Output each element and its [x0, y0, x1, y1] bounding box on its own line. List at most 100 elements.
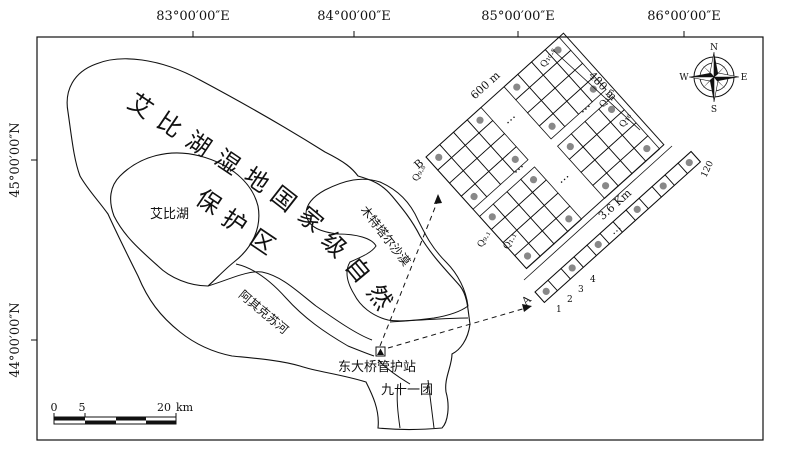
reserve-name-char: 自 — [339, 252, 376, 288]
compass-n: N — [710, 43, 718, 53]
plot-cell — [582, 133, 610, 161]
plot-cell — [527, 230, 555, 257]
transect-number-3: 3 — [578, 285, 584, 295]
reserve-name-char: 艾 — [123, 88, 159, 125]
longitude-axis: 83°00′00″E 84°00′00″E 85°00′00″E 86°00′0… — [156, 9, 721, 37]
plot-cell — [501, 146, 529, 173]
transect-marker — [633, 205, 641, 213]
longitude-label-83: 83°00′00″E — [156, 9, 229, 24]
map-frame — [36, 36, 764, 441]
plot-cell — [450, 144, 478, 172]
plot-cell — [608, 134, 635, 162]
plot-grid-outline — [425, 32, 665, 270]
plot-ellipsis: … — [553, 168, 571, 186]
reserve-name-label: 艾 比 湖 湿 地 国 家 级 自 然 保 护 区 — [123, 88, 398, 315]
plot-marker — [607, 105, 616, 113]
transect-marker — [542, 287, 550, 295]
plot-marker — [529, 176, 538, 184]
scale-tick-20: 20 — [157, 401, 171, 414]
compass-e: E — [741, 73, 748, 83]
plot-cell — [476, 145, 504, 172]
plot-marker — [476, 116, 484, 124]
transect-marker — [659, 182, 667, 190]
plot-cell — [474, 170, 502, 198]
plot-cell — [478, 119, 506, 147]
plot-cell — [606, 160, 633, 187]
reserve-name-char: 护 — [217, 204, 253, 241]
plot-marker — [488, 213, 496, 221]
plot-cell — [579, 75, 607, 103]
compass-w: W — [679, 73, 689, 83]
transect-cells: … — [534, 150, 701, 303]
plot-cell — [584, 108, 612, 136]
transect-strip: … A 3.6 Km — [518, 150, 702, 309]
plot-marker — [435, 153, 443, 161]
boundary-line-south-2 — [377, 359, 411, 385]
river-line-lower — [235, 263, 375, 357]
transect-marker — [594, 240, 602, 249]
reserve-name-char: 地 — [239, 162, 275, 199]
plot-cell — [506, 178, 534, 206]
transect-marker — [685, 158, 693, 167]
longitude-label-84: 84°00′00″E — [317, 9, 390, 24]
transect-cell — [638, 186, 662, 210]
plot-cell — [555, 205, 583, 233]
plot-ellipsis: … — [508, 158, 526, 176]
leader-line-to-grid — [379, 199, 439, 347]
plot-marker — [589, 85, 597, 93]
plot-cell — [526, 99, 554, 127]
plot-cell — [518, 191, 545, 219]
latitude-label-45: 45°00′00″N — [8, 122, 23, 197]
desert-outline — [305, 178, 469, 322]
longitude-label-86: 86°00′00″E — [647, 9, 720, 24]
plot-marker — [566, 142, 574, 151]
leader-arrow-transect — [522, 304, 532, 312]
reserve-name-char: 比 — [152, 107, 188, 144]
latitude-axis: 45°00′00″N 44°00′00″N — [8, 122, 37, 378]
transect-cell — [664, 162, 688, 186]
lake-outline — [110, 152, 260, 287]
compass-icon: N S E W — [679, 43, 747, 115]
plot-cell — [570, 120, 598, 148]
boundary-line-south-4 — [427, 379, 435, 429]
plot-cell — [568, 146, 596, 173]
compass-s: S — [711, 105, 717, 115]
plot-cell — [540, 87, 568, 115]
grid-length-label: 600 m — [468, 69, 503, 102]
plot-cell — [528, 74, 556, 102]
plot-cell — [462, 157, 490, 185]
plot-marker — [511, 155, 519, 163]
scale-unit: km — [176, 401, 194, 414]
grid-width-dimension — [552, 49, 641, 131]
plot-cell — [504, 204, 532, 231]
reserve-name-char: 湿 — [210, 144, 246, 181]
longitude-label-85: 85°00′00″E — [481, 9, 554, 24]
transect-ellipsis: … — [607, 220, 624, 237]
transect-marker — [568, 264, 576, 272]
plot-cell — [633, 135, 661, 162]
plot-label-q9-1: Q₉.₁ — [476, 229, 493, 249]
plot-grid-layout: ………… 600 m B — [412, 32, 665, 270]
plot-marker — [548, 122, 556, 130]
plot-cell — [556, 49, 584, 77]
plot-marker — [554, 46, 562, 54]
plot-cell — [490, 133, 517, 160]
station-marker — [375, 346, 386, 357]
plot-cell — [515, 86, 542, 114]
plot-marker — [601, 182, 610, 190]
transect-length-label: 3.6 Km — [596, 186, 635, 223]
plot-cell — [554, 75, 582, 102]
regiment-label: 九十一团 — [381, 383, 433, 398]
plot-cell — [529, 204, 557, 232]
plot-label-q1-1: Q₁.₁ — [502, 231, 519, 251]
transect-number-1: 1 — [556, 305, 562, 315]
plot-cell — [594, 146, 621, 174]
transect-corner-a: A — [518, 292, 534, 308]
plot-cell — [580, 159, 608, 186]
scale-bar: 0 5 20 km — [51, 401, 194, 425]
plot-cell — [437, 157, 464, 184]
plot-marker — [643, 144, 651, 153]
transect-dimension-line — [523, 145, 673, 281]
